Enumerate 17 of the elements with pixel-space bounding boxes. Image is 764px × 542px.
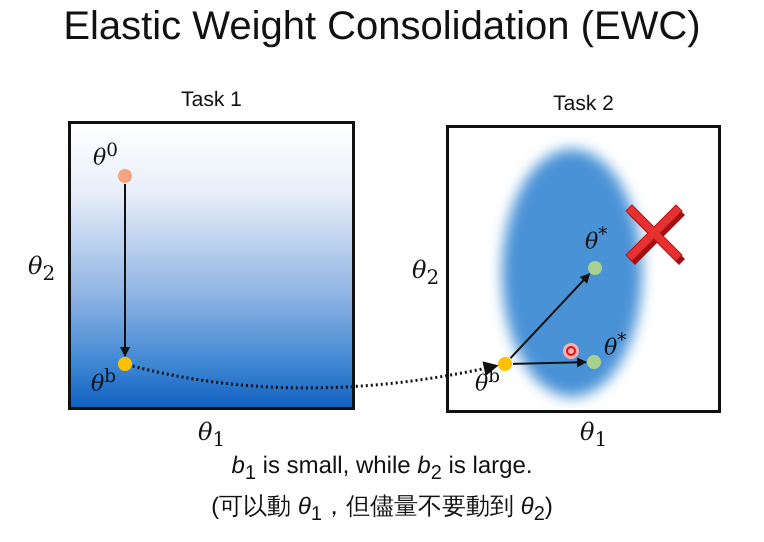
caption-text: (可以動 θ$_{1}$，但儘量不要動到 θ$_{2}$): [211, 493, 553, 520]
panel-title: Task 2: [552, 92, 615, 116]
point-label: θ$^{*}$: [604, 332, 626, 360]
dotted-arrow: [132, 361, 499, 390]
axis-label: θ$_{1}$: [198, 418, 226, 451]
point-label: θ$^{b}$: [91, 368, 116, 396]
axis-label: θ$_{2}$: [28, 252, 56, 285]
point-label: θ$^{*}$: [585, 226, 608, 254]
point-label: θ$^{0}$: [93, 142, 118, 170]
arrow: [510, 273, 590, 359]
arrow: [512, 357, 587, 368]
caption-text: b$_{1}$ is small, while b$_{2}$ is large.: [231, 452, 533, 479]
arrow: [120, 184, 130, 357]
axis-label: θ$_{2}$: [412, 256, 440, 289]
title: Elastic Weight Consolidation (EWC): [62, 4, 702, 49]
panel-title: Task 1: [180, 88, 243, 112]
axis-label: θ$_{1}$: [580, 418, 608, 451]
